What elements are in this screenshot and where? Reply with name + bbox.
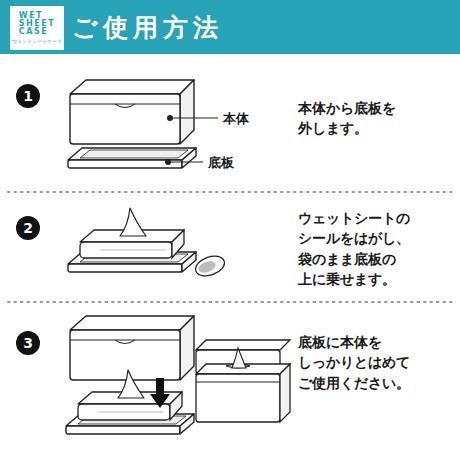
logo-subtext: ウェットシートケース xyxy=(12,39,62,45)
step-number: 3 xyxy=(23,336,33,350)
part-label: 本体 xyxy=(221,111,251,126)
step-number: 2 xyxy=(23,221,33,235)
logo-box: WET SHEET CASE ウェットシートケース xyxy=(10,6,64,50)
instruction-text: 本体から底板を 外します。 xyxy=(298,98,396,139)
instruction-text: 底板に本体を しっかりとはめて ご使用ください。 xyxy=(298,332,410,393)
step-circle: 1 xyxy=(16,84,40,108)
step-circle: 2 xyxy=(16,216,40,240)
logo-text: WET SHEET CASE xyxy=(19,12,55,37)
page-title: ご使用方法 xyxy=(72,15,223,40)
step-circle: 3 xyxy=(16,331,40,355)
step-number: 1 xyxy=(23,89,33,103)
header-band xyxy=(0,0,460,54)
instruction-text: ウェットシートの シールをはがし、 袋のまま底板の 上に乗せます。 xyxy=(298,208,410,289)
part-label: 底板 xyxy=(206,155,236,170)
